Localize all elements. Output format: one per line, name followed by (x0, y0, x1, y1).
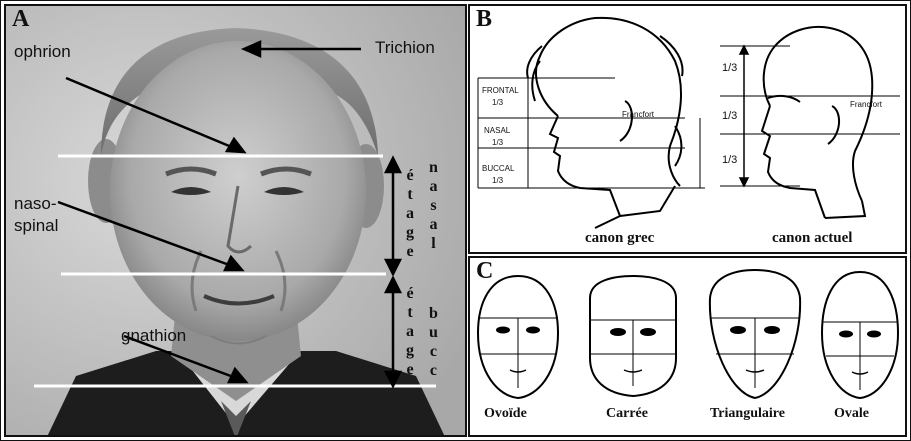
letter: s (430, 196, 436, 215)
panel-b-letter: B (476, 6, 492, 33)
letter: e (406, 242, 413, 261)
modern-third-1: 1/3 (722, 62, 737, 74)
greek-frontal-third: 1/3 (492, 98, 503, 107)
greek-frontal-label: FRONTAL (482, 86, 519, 95)
panel-b-canons: B FRONTAL 1/3 NASAL 1/3 BUCCAL 1/3 Franc… (468, 4, 907, 254)
letter: t (407, 303, 412, 322)
letter: g (406, 223, 414, 242)
panel-c-letter: C (476, 258, 493, 285)
greek-nasal-label: NASAL (484, 126, 510, 135)
stage-nasal-left: é t a g e (406, 166, 414, 261)
ophrion-label: ophrion (14, 42, 71, 62)
letter: n (429, 158, 438, 177)
shape-ovoid-label: Ovoïde (484, 406, 527, 422)
letter: c (430, 361, 437, 380)
letter: e (406, 360, 413, 379)
modern-frankfort-label: Francfort (850, 100, 882, 109)
spinal-label: spinal (14, 216, 58, 236)
stage-buccal-right: b u c c (429, 304, 438, 380)
modern-canon-caption: canon actuel (772, 230, 852, 247)
panel-a-photo: A ophrion Trichion naso- spinal gnathion… (4, 4, 467, 437)
letter: g (406, 341, 414, 360)
modern-third-3: 1/3 (722, 154, 737, 166)
trichion-label: Trichion (375, 38, 435, 58)
stage-buccal-left: é t a g e (406, 284, 414, 379)
gnathion-label: gnathion (121, 326, 186, 346)
letter: a (429, 215, 437, 234)
panel-c-face-shapes: C Ovoïde Carrée Triangulaire Ovale (468, 256, 907, 437)
shape-oval-label: Ovale (834, 406, 869, 422)
letter: a (406, 322, 414, 341)
stage-nasal-right: n a s a l (429, 158, 438, 253)
panel-a-letter: A (12, 6, 29, 33)
letter: c (430, 342, 437, 361)
modern-third-2: 1/3 (722, 110, 737, 122)
shape-triangular-label: Triangulaire (710, 406, 785, 422)
greek-canon-caption: canon grec (585, 230, 654, 247)
letter: l (431, 234, 435, 253)
letter: u (429, 323, 438, 342)
letter: é (406, 166, 413, 185)
letter: t (407, 185, 412, 204)
greek-frankfort-label: Francfort (622, 110, 654, 119)
letter: é (406, 284, 413, 303)
greek-buccal-label: BUCCAL (482, 164, 514, 173)
letter: b (429, 304, 438, 323)
letter: a (406, 204, 414, 223)
letter: a (429, 177, 437, 196)
greek-buccal-third: 1/3 (492, 176, 503, 185)
shape-square-label: Carrée (606, 406, 648, 422)
naso-label: naso- (14, 194, 57, 214)
greek-nasal-third: 1/3 (492, 138, 503, 147)
profile-drawings (470, 6, 907, 254)
portrait-photo (6, 6, 467, 437)
